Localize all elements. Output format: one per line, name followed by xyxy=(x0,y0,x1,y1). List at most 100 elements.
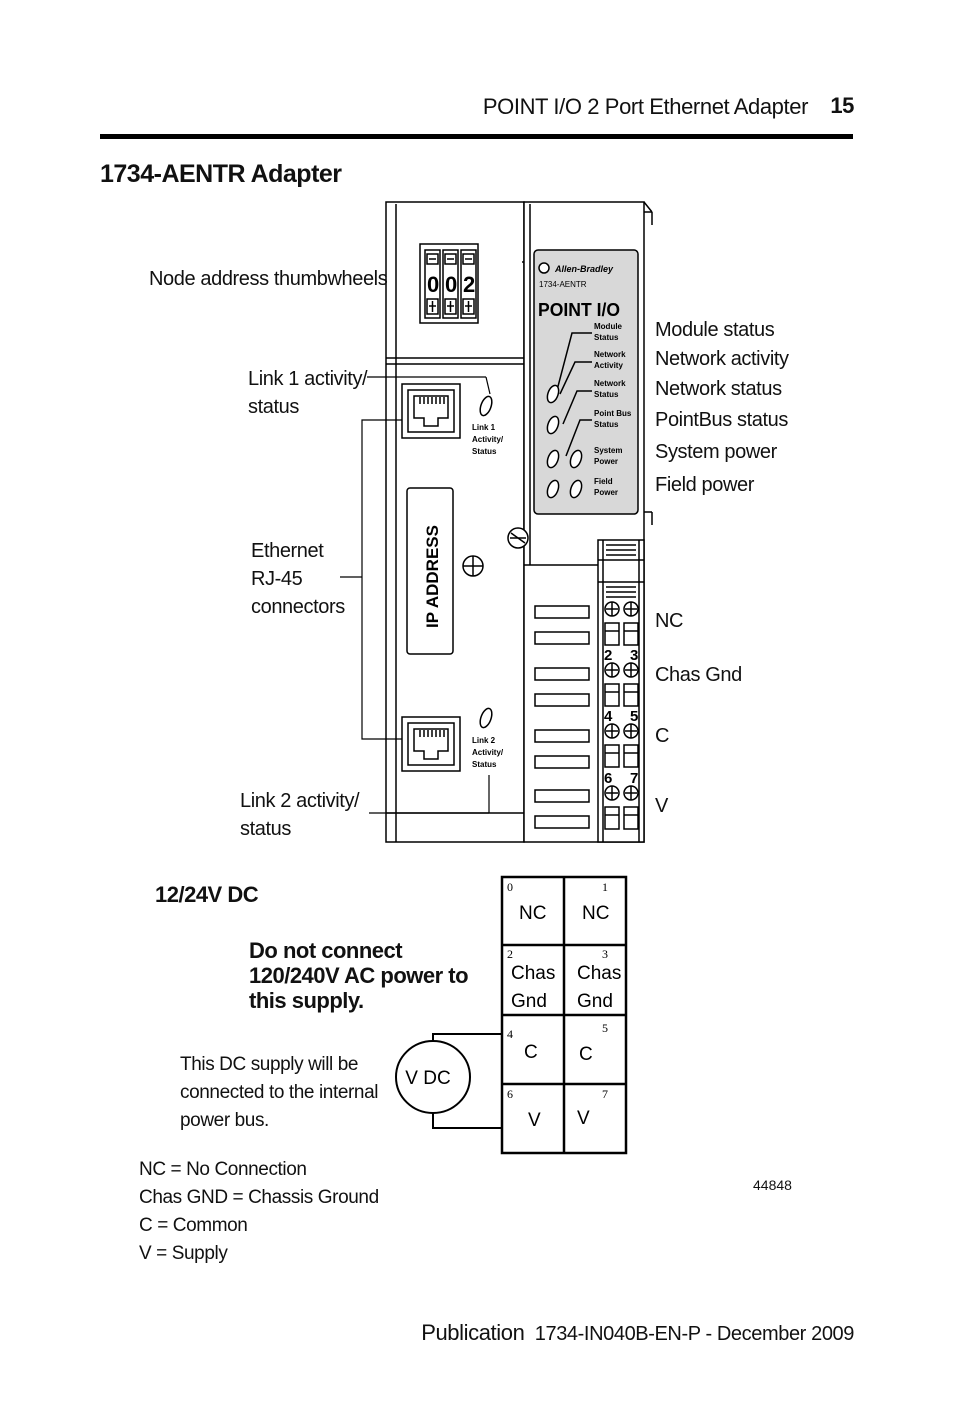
supply-note: This DC supply will be connected to the … xyxy=(180,1051,378,1135)
callout-link2-line2: status xyxy=(240,818,291,840)
link2-label-1: Link 2 xyxy=(472,736,496,745)
cell-label-1: NC xyxy=(582,903,609,924)
module-status-led xyxy=(546,384,560,404)
rj45-connector-2[interactable] xyxy=(401,716,461,772)
terminal-screw[interactable] xyxy=(623,662,639,707)
network-status-led xyxy=(546,449,560,469)
terminal-number-5: 5 xyxy=(630,708,638,725)
legend-common: C = Common xyxy=(139,1215,248,1236)
thumbwheel-2[interactable] xyxy=(460,249,477,319)
indicator-label-pointbus-1: Point Bus xyxy=(594,409,632,418)
supply-wires xyxy=(395,1033,502,1129)
callout-terminal-c: C xyxy=(655,725,670,747)
callout-link2-line1: Link 2 activity/ xyxy=(240,790,360,812)
supply-note-line2: connected to the internal xyxy=(180,1082,379,1103)
thumbwheel-digit-1: 0 xyxy=(445,272,457,297)
network-activity-led xyxy=(546,415,560,435)
ip-address-label xyxy=(406,487,454,655)
figure-number: 44848 xyxy=(753,1177,792,1193)
supply-warning-line2: 120/240V AC power to xyxy=(249,963,469,988)
link1-label-3: Status xyxy=(472,447,497,456)
abbreviation-legend: NC = No Connection Chas GND = Chassis Gr… xyxy=(139,1156,379,1268)
terminal-screw[interactable] xyxy=(623,785,639,830)
leader-lines xyxy=(340,376,491,814)
field-power-led xyxy=(569,479,583,499)
callout-terminal-v: V xyxy=(655,795,668,817)
footer-publication-id: 1734-IN040B-EN-P - December 2009 xyxy=(534,1323,855,1345)
callout-ethernet-line2: RJ-45 xyxy=(251,568,303,590)
legend-nc: NC = No Connection xyxy=(139,1159,307,1180)
indicator-label-pointbus-2: Status xyxy=(594,420,619,429)
section-title: 1734-AENTR Adapter xyxy=(100,160,342,188)
cell-num-4: 4 xyxy=(507,1027,513,1041)
terminal-screw[interactable] xyxy=(623,723,639,768)
pointbus-status-led xyxy=(569,449,583,469)
terminal-screw[interactable] xyxy=(604,785,620,830)
indicator-label-netstat-1: Network xyxy=(594,379,626,388)
callout-ethernet-line1: Ethernet xyxy=(251,540,324,562)
thumbwheel-digit-2: 2 xyxy=(463,272,475,297)
cell-num-1: 1 xyxy=(602,880,608,894)
callout-terminal-nc: NC xyxy=(655,610,684,632)
link1-led xyxy=(479,395,493,417)
terminal-screw[interactable] xyxy=(604,723,620,768)
cell-label-3b: Gnd xyxy=(577,991,613,1012)
cell-label-3a: Chas xyxy=(577,963,621,984)
supply-warning: Do not connect 120/240V AC power to this… xyxy=(249,938,469,1013)
cell-label-2b: Gnd xyxy=(511,991,547,1012)
terminal-number-7: 7 xyxy=(630,770,638,787)
indicator-label-module-2: Status xyxy=(594,333,619,342)
cell-num-6: 6 xyxy=(507,1087,513,1101)
cell-num-2: 2 xyxy=(507,947,513,961)
terminal-screw[interactable] xyxy=(623,601,639,646)
vdc-source xyxy=(395,1040,471,1114)
indicator-label-netact-2: Activity xyxy=(594,361,623,370)
thumbwheel-0[interactable] xyxy=(424,249,441,319)
header-rule xyxy=(100,134,853,139)
callout-module-status: Module status xyxy=(655,319,775,341)
brand-label: Allen-Bradley xyxy=(554,264,614,274)
indicator-label-netstat-2: Status xyxy=(594,390,619,399)
cell-num-5: 5 xyxy=(602,1021,608,1035)
page-number: 15 xyxy=(830,93,854,118)
indicator-label-syspower-2: Power xyxy=(594,457,618,466)
footer: Publication 1734-IN040B-EN-P - December … xyxy=(421,1320,854,1346)
supply-title: 12/24V DC xyxy=(155,882,259,907)
cell-num-7: 7 xyxy=(602,1087,608,1101)
cell-label-6: V xyxy=(528,1110,541,1131)
terminal-number-6: 6 xyxy=(604,770,612,787)
terminal-number-3: 3 xyxy=(630,647,638,664)
rj45-connector-1[interactable] xyxy=(401,383,461,439)
model-label: 1734-AENTR xyxy=(539,280,587,289)
callout-pointbus-status: PointBus status xyxy=(655,409,788,431)
indicator-label-fieldpower-1: Field xyxy=(594,477,613,486)
callout-thumbwheels: Node address thumbwheels xyxy=(149,268,388,290)
terminal-number-2: 2 xyxy=(604,647,612,664)
system-power-led xyxy=(546,479,560,499)
terminal-screw[interactable] xyxy=(604,601,620,646)
cell-label-5: C xyxy=(579,1044,593,1065)
callout-link2: Link 2 activity/ status xyxy=(240,787,360,843)
indicator-label-syspower-1: System xyxy=(594,446,622,455)
link1-label-1: Link 1 xyxy=(472,423,496,432)
callout-link1-line2: status xyxy=(248,396,299,418)
grip-slots xyxy=(534,605,590,829)
link2-label-3: Status xyxy=(472,760,497,769)
product-logo: POINT I/O xyxy=(538,300,620,320)
footer-publication-label: Publication xyxy=(421,1320,525,1345)
cell-num-3: 3 xyxy=(602,947,608,961)
callout-field-power: Field power xyxy=(655,474,754,496)
thumbwheel-1[interactable] xyxy=(442,249,459,319)
terminal-screw[interactable] xyxy=(604,662,620,707)
indicator-panel xyxy=(533,249,639,515)
indicator-label-module-1: Module xyxy=(594,322,623,331)
thumbwheel-digit-0: 0 xyxy=(427,272,439,297)
callout-system-power: System power xyxy=(655,441,777,463)
supply-note-line1: This DC supply will be xyxy=(180,1054,359,1075)
cell-label-2a: Chas xyxy=(511,963,555,984)
callout-network-status: Network status xyxy=(655,378,782,400)
cell-label-0: NC xyxy=(519,903,546,924)
callout-network-activity: Network activity xyxy=(655,348,789,370)
indicator-label-netact-1: Network xyxy=(594,350,626,359)
